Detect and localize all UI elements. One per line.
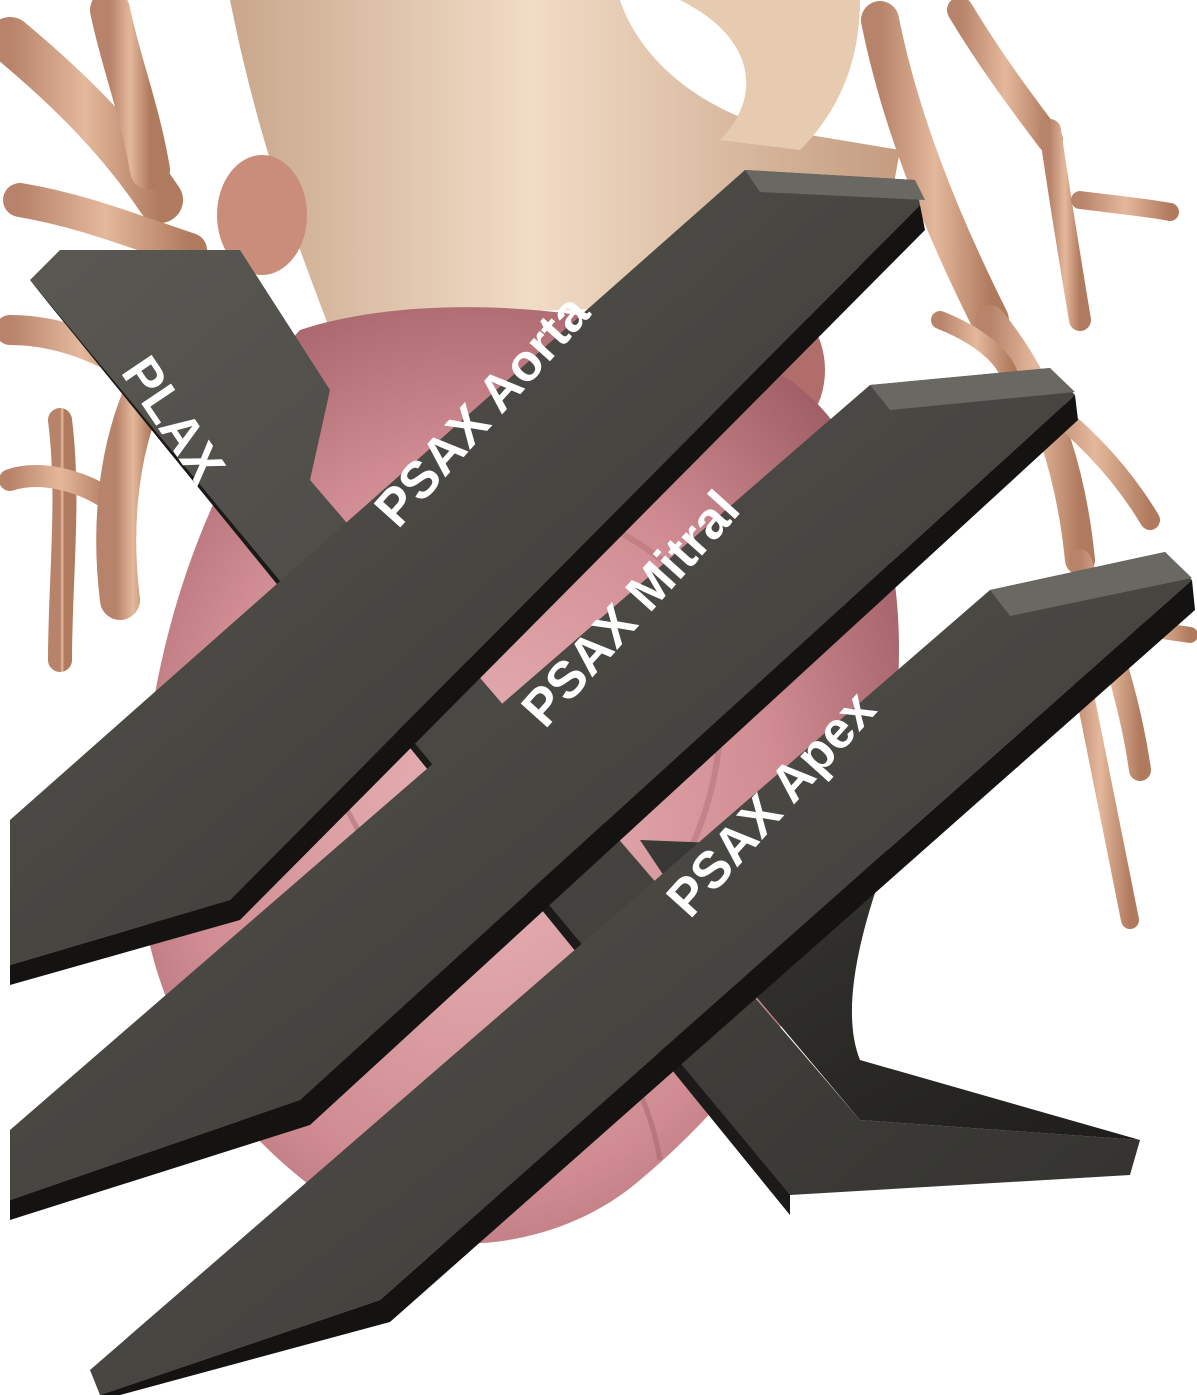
heart-illustration: PLAX PSAX Aorta PSAX Mitral PSAX Apex <box>0 0 1197 1395</box>
echo-planes-figure: PLAX PSAX Aorta PSAX Mitral PSAX Apex <box>0 0 1197 1395</box>
